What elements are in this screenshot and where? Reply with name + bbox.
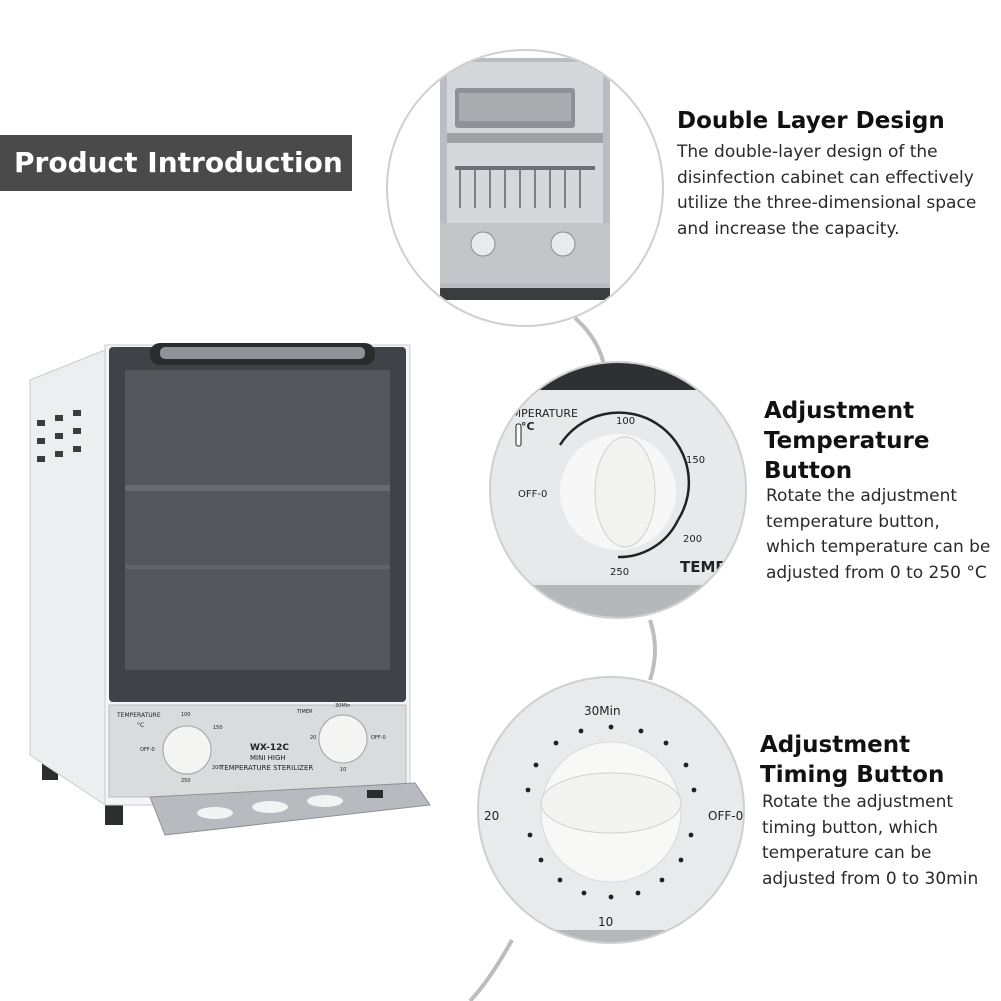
double-layer-zoom-image [386,49,664,327]
panel-model-name: WX-12C [250,743,289,753]
temp-scale-off: OFF-0 [518,489,547,500]
panel-timer-30: 30Min [335,703,350,709]
panel-temperature-label: TEMPERATURE [116,712,161,719]
double-layer-description: The double-layer design of the disinfect… [677,142,977,239]
product-introduction-banner: Product Introduction [0,135,352,191]
timing-button-title: Adjustment Timing Button [760,732,945,788]
double-layer-title: Double Layer Design [677,108,945,134]
panel-temperature-unit: °C [137,722,144,729]
panel-model-line3: TEMPERATURE STERILIZER [219,764,313,772]
timer-scale-20: 20 [484,809,499,823]
panel-timer-off: OFF-0 [371,735,386,741]
temperature-unit: °C [521,420,535,433]
panel-timer-label: TIMER [296,709,313,715]
panel-temp-100: 100 [181,712,191,718]
temperature-button-description: Rotate the adjustment temperature button… [766,486,991,583]
temp-scale-200: 200 [683,534,702,545]
panel-timer-20: 20 [310,735,316,741]
timer-scale-30: 30Min [584,704,621,718]
temp-partial-label: TEMP [680,558,726,576]
temp-scale-250: 250 [610,567,629,578]
panel-temp-off: OFF-0 [140,747,155,753]
temperature-button-title: Adjustment Temperature Button [764,398,930,484]
timer-dial-zoom-image: 30Min 20 OFF-0 10 ER [477,676,745,944]
timer-scale-10: 10 [598,915,613,929]
panel-temp-150: 150 [213,725,223,731]
temp-scale-100: 100 [616,416,635,427]
timing-button-description: Rotate the adjustment timing button, whi… [762,792,979,889]
panel-model-line2: MINI HIGH [250,754,286,762]
panel-temp-200: 200 [212,765,222,771]
temp-scale-150: 150 [686,455,705,466]
temperature-label: TEMPERATURE [497,407,578,420]
panel-temp-250: 250 [181,778,191,784]
sterilizer-product-image: TEMPERATURE °C TIMER 100 150 OFF-0 200 2… [29,343,431,836]
temperature-dial-zoom-image: TEMPERATURE °C 100 150 OFF-0 200 250 TEM… [489,361,747,619]
timer-scale-off: OFF-0 [708,809,743,823]
panel-timer-10: 10 [340,767,346,773]
